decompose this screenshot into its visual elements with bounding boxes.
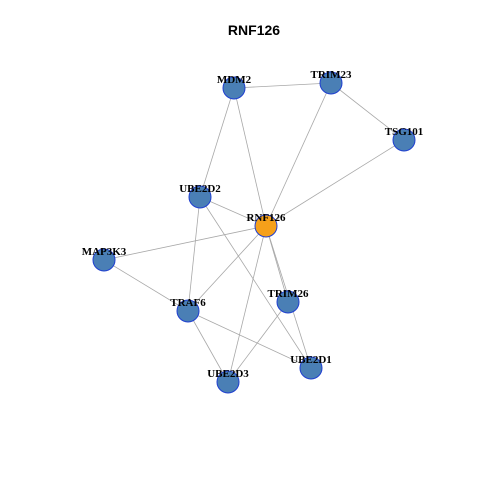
node-label-trim23: TRIM23 <box>311 69 352 81</box>
node-label-ube2d1: UBE2D1 <box>290 354 332 366</box>
edge-mdm2-ube2d2 <box>199 87 235 198</box>
edges-layer <box>103 82 405 383</box>
nodes-layer <box>92 71 416 394</box>
edge-ube2d2-ube2d1 <box>199 196 312 369</box>
node-traf6[interactable] <box>176 299 200 323</box>
node-label-mdm2: MDM2 <box>217 74 252 86</box>
node-rnf126[interactable] <box>254 214 278 238</box>
node-label-rnf126: RNF126 <box>246 212 286 224</box>
edge-ube2d2-rnf126 <box>199 196 267 227</box>
node-label-map3k3: MAP3K3 <box>82 246 127 258</box>
node-label-tsg101: TSG101 <box>385 126 424 138</box>
node-label-trim26: TRIM26 <box>268 288 309 300</box>
graph-title: RNF126 <box>228 22 280 38</box>
edge-trim23-tsg101 <box>330 82 405 141</box>
node-map3k3[interactable] <box>92 248 116 272</box>
node-label-ube2d3: UBE2D3 <box>207 368 249 380</box>
edge-mdm2-trim23 <box>233 82 332 89</box>
node-label-ube2d2: UBE2D2 <box>179 183 221 195</box>
edge-tsg101-rnf126 <box>265 139 405 227</box>
edge-traf6-ube2d3 <box>187 310 229 383</box>
edge-traf6-ube2d1 <box>187 310 312 369</box>
edge-map3k3-traf6 <box>103 259 189 312</box>
edge-rnf126-traf6 <box>187 225 267 312</box>
node-label-traf6: TRAF6 <box>170 297 206 309</box>
edge-map3k3-rnf126 <box>103 225 267 261</box>
node-trim26[interactable] <box>276 290 300 314</box>
node-tsg101[interactable] <box>392 128 416 152</box>
node-ube2d3[interactable] <box>216 370 240 394</box>
edge-trim23-rnf126 <box>265 82 332 227</box>
node-mdm2[interactable] <box>222 76 246 100</box>
edge-ube2d2-traf6 <box>187 196 201 312</box>
node-ube2d2[interactable] <box>188 185 212 209</box>
node-ube2d1[interactable] <box>299 356 323 380</box>
edge-rnf126-ube2d3 <box>227 225 267 383</box>
edge-trim26-ube2d3 <box>227 301 289 383</box>
edge-mdm2-rnf126 <box>233 87 267 227</box>
node-trim23[interactable] <box>319 71 343 95</box>
